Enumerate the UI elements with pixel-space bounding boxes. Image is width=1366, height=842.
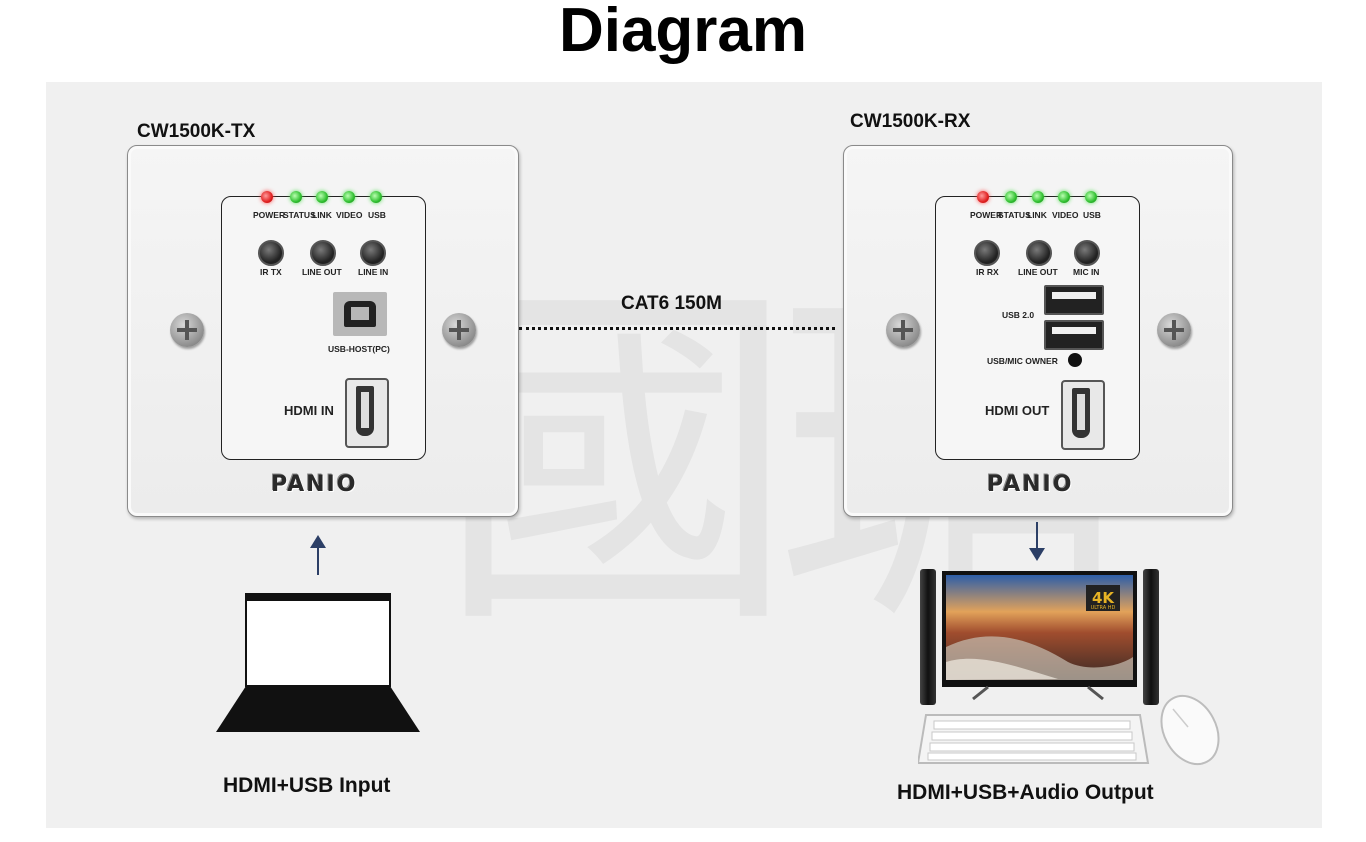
tx-line-out-jack (310, 240, 336, 266)
rx-brand-logo: PANIO (987, 472, 1074, 497)
output-arrow-down-icon (1029, 548, 1045, 561)
rx-usb-a-port-top (1044, 285, 1104, 315)
rx-hdmi-out-port (1061, 380, 1105, 450)
tx-line-in-jack (360, 240, 386, 266)
rx-status-led-icon (1005, 191, 1017, 203)
rx-led-label-link: LINK (1027, 210, 1047, 220)
tx-jack-label-line-in: LINE IN (358, 267, 389, 277)
rx-jack-label-line-out: LINE OUT (1018, 267, 1058, 277)
rx-usb-a-port-bottom (1044, 320, 1104, 350)
tx-jack-label-line-out: LINE OUT (302, 267, 342, 277)
rx-led-label-power: POWER (970, 210, 1003, 220)
rx-model-label: CW1500K-RX (850, 111, 971, 132)
rx-mic-in-jack (1074, 240, 1100, 266)
tx-led-label-usb: USB (368, 210, 386, 220)
rx-usb-mic-owner-button (1068, 353, 1082, 367)
badge-4k-text: 4K (1092, 589, 1115, 607)
tx-brand-logo: PANIO (271, 472, 358, 497)
tx-ir-tx-jack (258, 240, 284, 266)
rx-right-screw-icon (1157, 313, 1191, 347)
tx-link-led-icon (316, 191, 328, 203)
rx-led-label-status: STATUS (998, 210, 1031, 220)
tx-led-label-status: STATUS (283, 210, 316, 220)
rx-video-led-icon (1058, 191, 1070, 203)
rx-led-label-usb: USB (1083, 210, 1101, 220)
rx-power-led-icon (977, 191, 989, 203)
output-caption: HDMI+USB+Audio Output (897, 781, 1154, 804)
tx-front-panel (221, 196, 426, 460)
tx-usb-led-icon (370, 191, 382, 203)
cat6-link-label: CAT6 150M (621, 293, 723, 314)
rx-jack-label-ir: IR RX (976, 267, 999, 277)
tx-hdmi-in-port (345, 378, 389, 448)
rx-line-out-jack (1026, 240, 1052, 266)
rx-usb-2-label: USB 2.0 (1002, 310, 1035, 320)
rx-jack-label-mic-in: MIC IN (1073, 267, 1100, 277)
tx-usb-host-label: USB-HOST(PC) (328, 344, 390, 354)
rx-link-led-icon (1032, 191, 1044, 203)
tx-led-label-link: LINK (312, 210, 332, 220)
monitor-computer-icon: 4K ULTRA HD (918, 569, 1220, 766)
input-arrow-up-icon (310, 535, 326, 548)
tx-hdmi-in-label: HDMI IN (284, 403, 334, 418)
tx-status-led-icon (290, 191, 302, 203)
rx-usb-led-icon (1085, 191, 1097, 203)
rx-led-label-video: VIDEO (1052, 210, 1079, 220)
tx-left-screw-icon (170, 313, 204, 347)
input-arrow-shaft (317, 546, 319, 575)
tx-led-label-power: POWER (253, 210, 286, 220)
output-arrow-shaft (1036, 522, 1038, 550)
tx-right-screw-icon (442, 313, 476, 347)
tx-led-label-video: VIDEO (336, 210, 363, 220)
tx-jack-label-ir: IR TX (260, 267, 282, 277)
cat6-link-line (519, 327, 835, 330)
badge-ultrahd-text: ULTRA HD (1091, 605, 1116, 611)
laptop-icon (216, 593, 420, 732)
rx-usb-mic-owner-label: USB/MIC OWNER (987, 356, 1058, 366)
rx-hdmi-out-label: HDMI OUT (985, 403, 1050, 418)
rx-front-panel (935, 196, 1140, 460)
tx-usb-b-port (333, 292, 387, 336)
tx-model-label: CW1500K-TX (137, 121, 256, 142)
tx-power-led-icon (261, 191, 273, 203)
page-title: Diagram (558, 0, 808, 65)
rx-left-screw-icon (886, 313, 920, 347)
rx-ir-rx-jack (974, 240, 1000, 266)
tx-video-led-icon (343, 191, 355, 203)
input-caption: HDMI+USB Input (223, 774, 391, 797)
